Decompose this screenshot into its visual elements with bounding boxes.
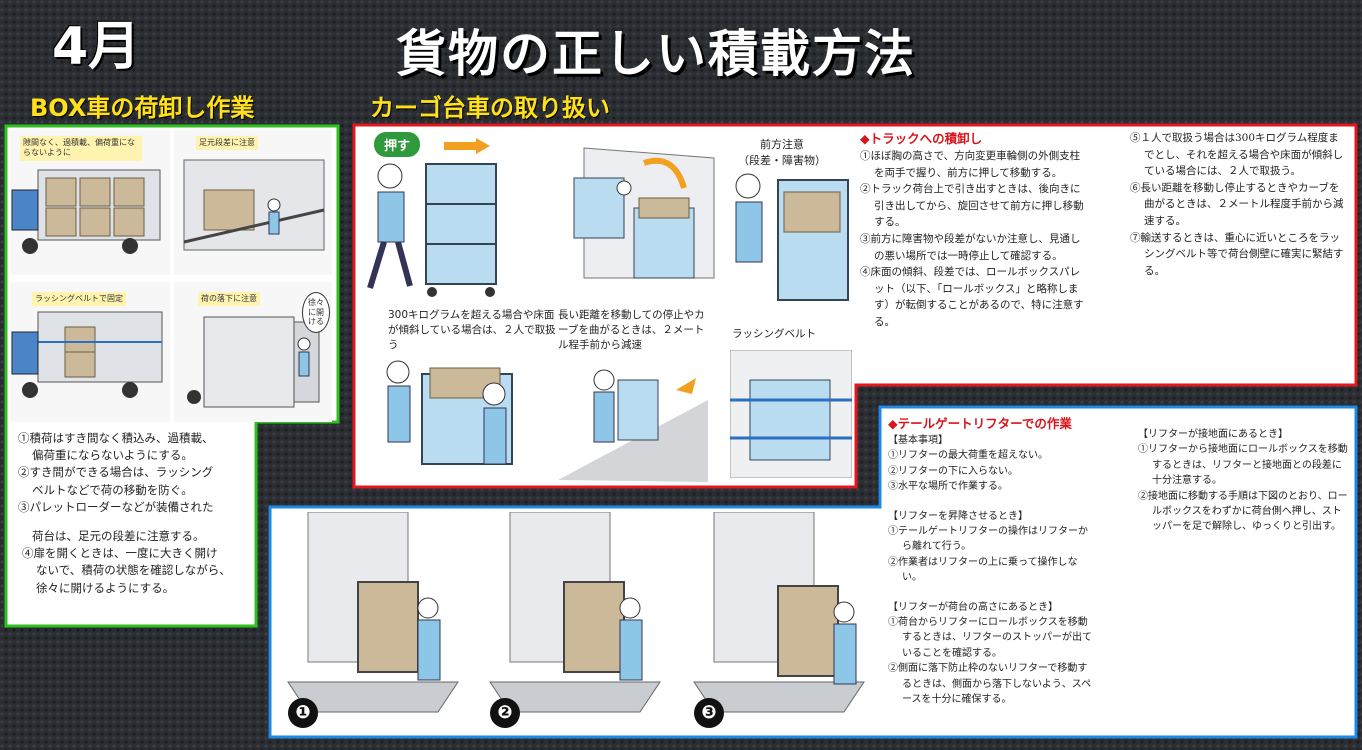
caption-no-gap: 隙間なく、過積載、偏荷重にならないように	[20, 136, 142, 161]
truck-section: ◆トラックへの積卸し ①ほぼ胸の高さで、方向変更車輪側の外側支柱を両手で握り、前…	[860, 128, 1354, 328]
ground-title: 【リフターが接地面にあるとき】	[1138, 429, 1288, 440]
step-3-number: ❸	[694, 698, 724, 728]
two-person-cart-illustration	[386, 360, 513, 465]
box-line-3: ②すき間ができる場合は、ラッシング	[18, 465, 214, 480]
box-line-9: 徐々に開けるようにする。	[36, 580, 175, 595]
truck-col-1: ①ほぼ胸の高さで、方向変更車輪側の外側支柱を両手で握り、前方に押して移動する。 …	[860, 148, 1084, 331]
box-line-8: ないで、積荷の状態を確認しながら、	[36, 563, 231, 578]
ground-item-2: ②接地面に移動する手順は下図のとおり、ロールボックスをわずかに荷台側へ押し、スト…	[1138, 490, 1348, 533]
tailgate-section: ◆テールゲートリフターでの作業 【基本事項】 ①リフターの最大荷重を超えない。 …	[888, 413, 1354, 705]
truck-item-7: ⑦輸送するときは、重心に近いところをラッシングベルト等で荷台側壁に確実に緊結する…	[1130, 231, 1344, 277]
box-subtitle: BOX車の荷卸し作業	[30, 94, 255, 122]
push-arrow-icon	[444, 138, 490, 154]
slope-cart-illustration	[558, 369, 708, 482]
note-two-people: 300キログラムを超える場合や床面が傾斜している場合は、２人で取扱う	[388, 309, 556, 351]
raise-title: 【リフターを昇降させるとき】	[888, 510, 1028, 522]
push-badge: 押す	[374, 132, 421, 157]
box-illustrations: 隙間なく、過積載、偏荷重にならないように 足元段差に注意 ラッシングベルトで固定…	[10, 130, 332, 422]
level-item-1: ①荷台からリフターにロールボックスを移動するときは、リフターのストッパーが出てい…	[888, 617, 1092, 659]
front-caution-title: 前方注意	[760, 138, 804, 151]
box-line-2: 偏荷重にならないようにする。	[32, 448, 193, 463]
box-instructions: ①積荷はすき間なく積込み、過積載、 偏荷重にならないようにする。 ②すき間ができ…	[18, 430, 250, 597]
step-2-number: ❷	[490, 698, 520, 728]
cargo-illustrations: 押す 前方注意 （段差・障害物） 300キログラムを超える場合や床面が傾斜してい…	[358, 128, 852, 482]
tailgate-col-2: 【リフターが接地面にあるとき】 ①リフターから接地面にロールボックスを移動すると…	[1138, 427, 1348, 535]
truck-col-2: ⑤１人で取扱う場合は300キログラム程度までとし、それを超える場合や床面が傾斜し…	[1130, 130, 1348, 279]
cargo-subtitle: カーゴ台車の取り扱い	[370, 94, 610, 122]
step-caution-illustration	[174, 130, 332, 275]
tailgate-heading: ◆テールゲートリフターでの作業	[888, 416, 1072, 431]
basic-item-1: ①リフターの最大荷重を超えない。	[888, 450, 1048, 462]
level-title: 【リフターが荷台の高さにあるとき】	[888, 601, 1058, 613]
box-line-7: ④扉を開くときは、一度に大きく開け	[22, 546, 218, 561]
basic-item-3: ③水平な場所で作業する。	[888, 481, 1008, 493]
lashing-truck-illustration	[10, 282, 170, 422]
basic-item-2: ②リフターの下に入らない。	[888, 465, 1018, 477]
box-line-4: ベルトなどで荷の移動を防ぐ。	[32, 482, 193, 497]
caption-falling: 荷の落下に注意	[198, 292, 260, 307]
cart-push-illustration	[367, 163, 497, 297]
truck-item-5: ⑤１人で取扱う場合は300キログラム程度までとし、それを超える場合や床面が傾斜し…	[1130, 132, 1344, 178]
ground-item-1: ①リフターから接地面にロールボックスを移動するときは、リフターと接地面との段差に…	[1138, 444, 1348, 487]
truck-cart-illustration	[573, 147, 715, 279]
caption-bubble: 徐々に開ける	[302, 292, 330, 333]
box-line-1: ①積荷はすき間なく積込み、過積載、	[18, 431, 214, 445]
box-line-6: 荷台は、足元の段差に注意する。	[32, 529, 205, 544]
truck-loaded-illustration	[10, 130, 170, 275]
raise-item-1: ①テールゲートリフターの操作はリフターから離れて行う。	[888, 526, 1088, 553]
tailgate-illustrations: ❶ ❷ ❸	[274, 512, 884, 734]
truck-item-6: ⑥長い距離を移動し停止するときやカーブを曲がるときは、２メートル程度手前から減速…	[1130, 181, 1344, 227]
level-item-2: ②側面に落下防止枠のないリフターで移動するときは、側面から落下しないよう、スペー…	[888, 663, 1092, 706]
month-label: 4月	[52, 17, 141, 77]
truck-item-1: ①ほぼ胸の高さで、方向変更車輪側の外側支柱を両手で握り、前方に押して移動する。	[860, 150, 1081, 179]
front-caution-sub: （段差・障害物）	[738, 154, 826, 167]
caption-lashing: ラッシングベルトで固定	[32, 292, 126, 307]
truck-item-4: ④床面の傾斜、段差では、ロールボックスパレット（以下、「ロールボックス」と略称し…	[860, 266, 1084, 328]
truck-item-2: ②トラック荷台上で引き出すときは、後向きに引き出してから、旋回させて前方に押し移…	[860, 183, 1084, 229]
note-slowdown: 長い距離を移動しての停止やカーブを曲がるときは、２メートル程手前から減速	[558, 309, 705, 351]
raise-item-2: ②作業者はリフターの上に乗って操作しない。	[888, 556, 1078, 584]
tailgate-step-1-illustration	[287, 512, 459, 713]
caption-step: 足元段差に注意	[196, 136, 258, 151]
page-title: 貨物の正しい積載方法	[396, 25, 916, 83]
front-caution-illustration	[735, 173, 849, 301]
tailgate-col-1: 【基本事項】 ①リフターの最大荷重を超えない。 ②リフターの下に入らない。 ③水…	[888, 433, 1096, 708]
basic-title: 【基本事項】	[888, 435, 948, 446]
truck-heading: ◆トラックへの積卸し	[860, 131, 983, 146]
step-1-number: ❶	[288, 698, 318, 728]
lashing-label: ラッシングベルト	[732, 328, 816, 340]
front-caution-label: 前方注意 （段差・障害物）	[732, 136, 832, 168]
box-line-5: ③パレットローダーなどが装備された	[18, 499, 214, 514]
lashing-belt-illustration	[730, 350, 852, 478]
truck-item-3: ③前方に障害物や段差がないか注意し、見通しの悪い場所では一時停止して確認する。	[860, 232, 1081, 262]
tailgate-step-2-illustration	[489, 512, 661, 713]
